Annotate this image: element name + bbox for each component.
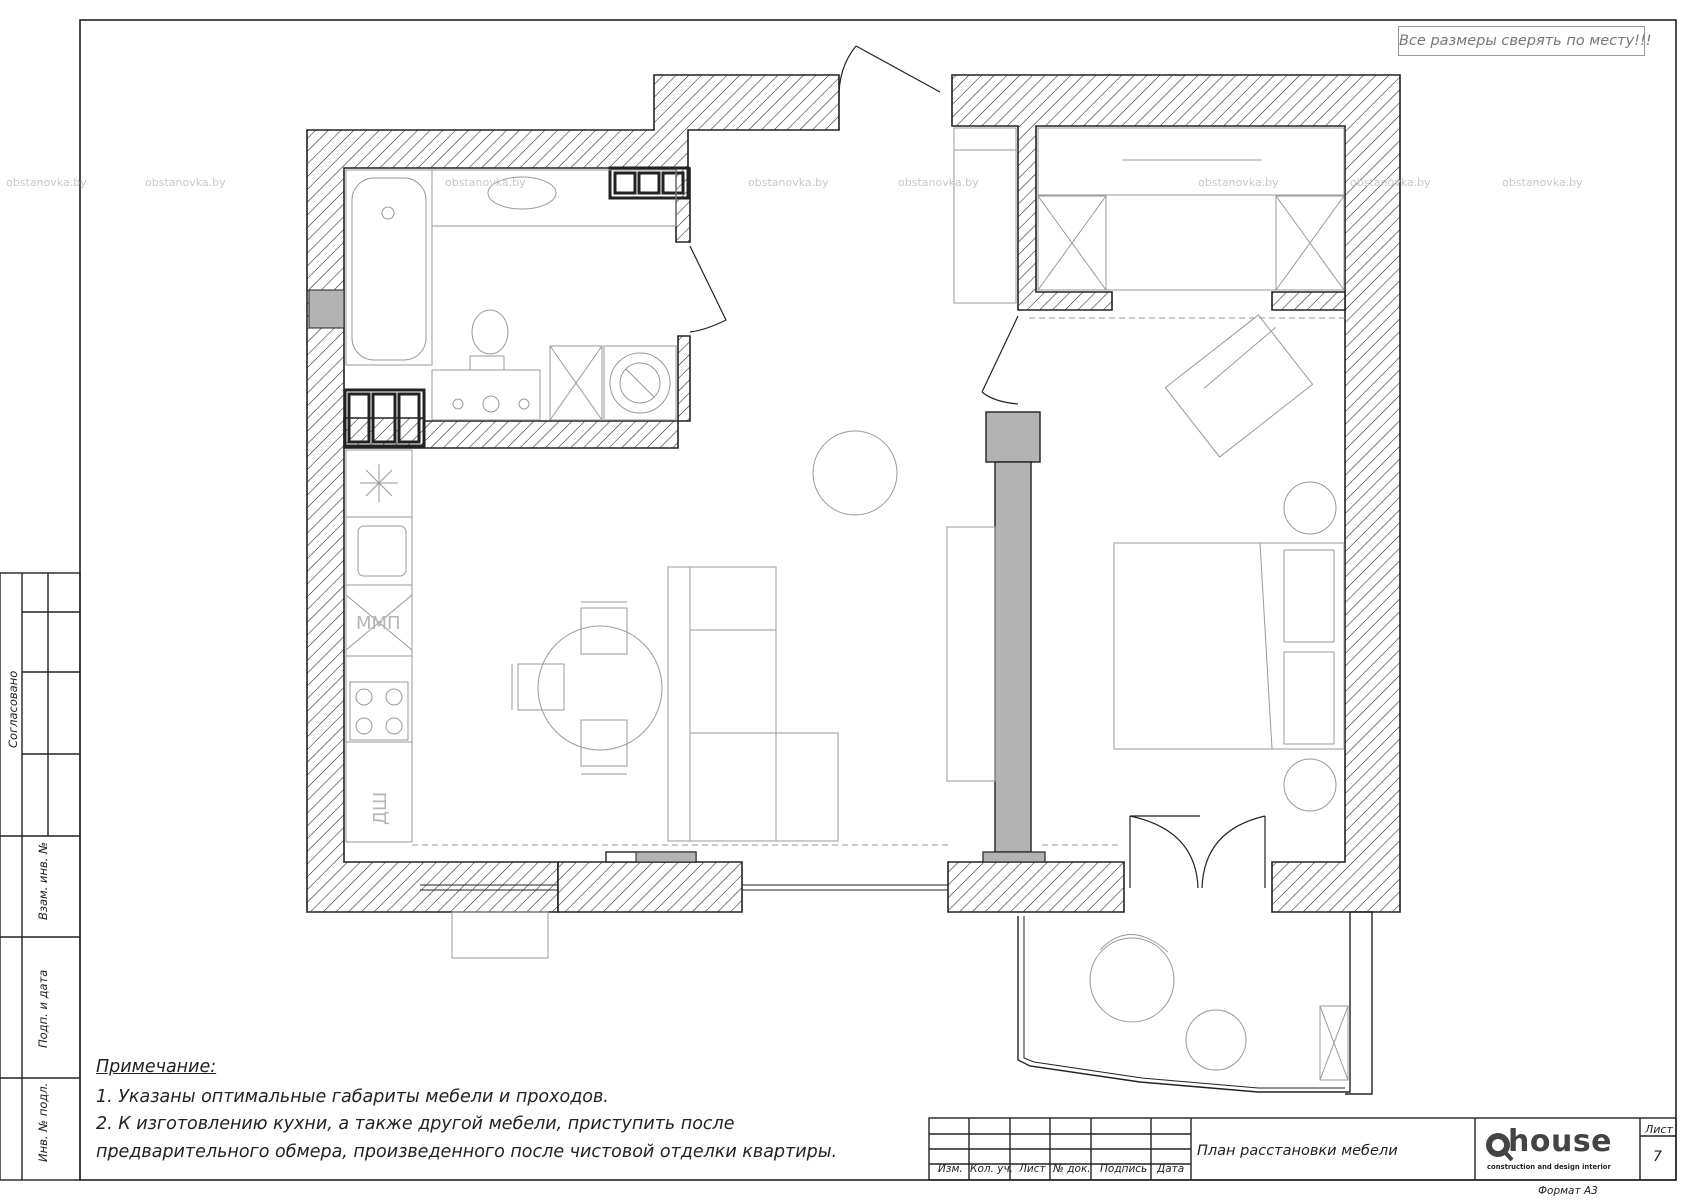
stamp-inv-orig: Инв. № подл. (36, 1082, 50, 1162)
sheet-number: 7 (1653, 1149, 1662, 1165)
note-line-3: предварительного обмера, произведенного … (96, 1142, 838, 1162)
sheet-label: Лист (1645, 1123, 1673, 1136)
wall-left-outer (306, 74, 840, 913)
oven-label: ДШ (370, 792, 391, 825)
title-block (928, 1117, 1677, 1181)
wall-front-right (947, 861, 1125, 913)
microwave-label: ММП (356, 613, 401, 634)
partition-base (982, 851, 1046, 863)
watermark: obstanovka.by (145, 176, 226, 189)
armchair-living (812, 430, 898, 516)
watermark: obstanovka.by (748, 176, 829, 189)
side-stamp (0, 572, 81, 1181)
wall-front-mid (557, 861, 743, 913)
watermark: obstanovka.by (1198, 176, 1279, 189)
sofa (667, 566, 777, 842)
stamp-sign-date: Подп. и дата (36, 969, 50, 1048)
measure-on-site-note: Все размеры сверять по месту!!! (1398, 26, 1652, 56)
hdr-sheet: Лист (1019, 1163, 1046, 1175)
wall-wardrobe-right (1271, 291, 1346, 311)
furniture (345, 127, 1349, 1081)
windows (420, 884, 948, 891)
watermark: obstanovka.by (898, 176, 979, 189)
stamp-agreed: Согласовано (6, 670, 20, 748)
logo-subtitle: construction and design interior (1487, 1163, 1611, 1171)
column-top (985, 411, 1041, 463)
logo-text: house (1508, 1124, 1613, 1159)
balcony-outline (1017, 911, 1373, 1095)
hdr-signature: Подпись (1100, 1163, 1148, 1175)
partition-wall (994, 461, 1032, 853)
plan-title: План расстановки мебели (1197, 1143, 1398, 1159)
watermark: obstanovka.by (445, 176, 526, 189)
kitchen-counter (345, 449, 413, 843)
paper-format: Формат А3 (1538, 1185, 1598, 1197)
walls (306, 74, 1401, 913)
watermark: obstanovka.by (1350, 176, 1431, 189)
bathtub (345, 169, 433, 366)
note-line-2: 2. К изготовлению кухни, а также другой … (96, 1114, 735, 1134)
stamp-inv-replace: Взам. инв. № (36, 841, 50, 920)
logo-mark (1486, 1133, 1514, 1162)
doors (689, 45, 1266, 889)
radiator-fill (635, 851, 697, 863)
hdr-doc: № док. (1053, 1163, 1091, 1175)
notes-title: Примечание: (96, 1057, 217, 1077)
bathroom-counter (431, 169, 677, 227)
bed (1113, 542, 1345, 750)
vent-shaft (308, 289, 345, 329)
hdr-date: Дата (1157, 1163, 1185, 1175)
watermark: obstanovka.by (6, 176, 87, 189)
vent-blocks (343, 166, 690, 448)
hdr-change: Изм. (938, 1163, 963, 1175)
hdr-count: Кол. уч. (970, 1163, 1014, 1175)
watermark: obstanovka.by (1502, 176, 1583, 189)
dining-table (537, 625, 663, 751)
wardrobe (1037, 127, 1345, 291)
note-line-1: 1. Указаны оптимальные габариты мебели и… (96, 1087, 609, 1107)
